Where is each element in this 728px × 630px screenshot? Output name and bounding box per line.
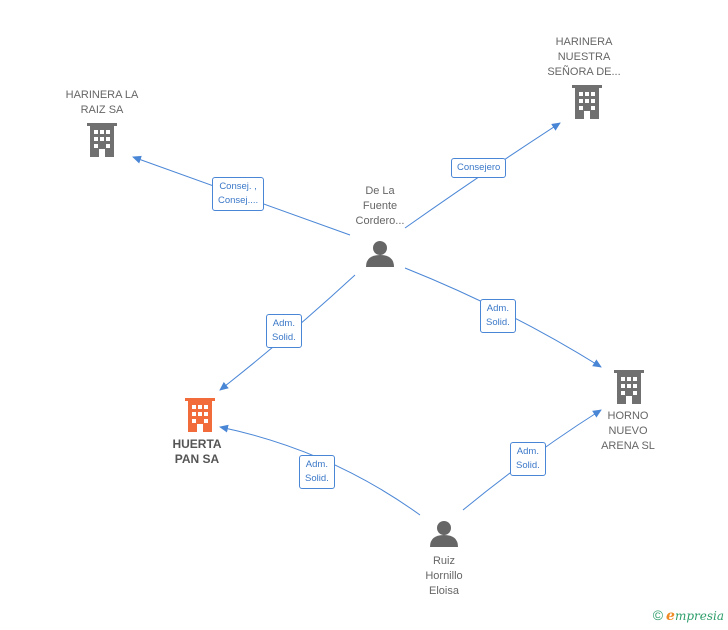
brand-logo: ©empresia bbox=[653, 607, 724, 624]
edge-label: Adm. Solid. bbox=[299, 455, 335, 489]
node-label-harinera-nuestra[interactable]: HARINERA NUESTRA SEÑORA DE... bbox=[547, 36, 621, 78]
node-label-horno-nuevo[interactable]: HORNO NUEVO ARENA SL bbox=[601, 410, 655, 452]
node-label-de-la-fuente[interactable]: De La Fuente Cordero... bbox=[355, 185, 405, 227]
node-label-huerta-pan[interactable]: HUERTA PAN SA bbox=[172, 437, 222, 466]
edge-label: Adm. Solid. bbox=[510, 442, 546, 476]
edge-label: Consejero bbox=[451, 158, 507, 178]
edge-label: Consej. , Consej.... bbox=[212, 177, 265, 211]
node-label-harinera-la-raiz[interactable]: HARINERA LA RAIZ SA bbox=[65, 89, 139, 116]
building-icon-highlight bbox=[185, 398, 215, 432]
brand-logo-text: mpresia bbox=[674, 609, 724, 623]
person-icon bbox=[366, 241, 394, 267]
brand-logo-e: e bbox=[666, 608, 675, 624]
building-icon bbox=[572, 85, 602, 119]
building-icon bbox=[614, 370, 644, 404]
edge-label: Adm. Solid. bbox=[266, 314, 302, 348]
edge-label: Adm. Solid. bbox=[480, 299, 516, 333]
building-icon bbox=[87, 123, 117, 157]
copyright-icon: © bbox=[652, 607, 664, 623]
node-label-ruiz-hornillo[interactable]: Ruiz Hornillo Eloisa bbox=[425, 555, 463, 597]
person-icon bbox=[430, 521, 458, 547]
